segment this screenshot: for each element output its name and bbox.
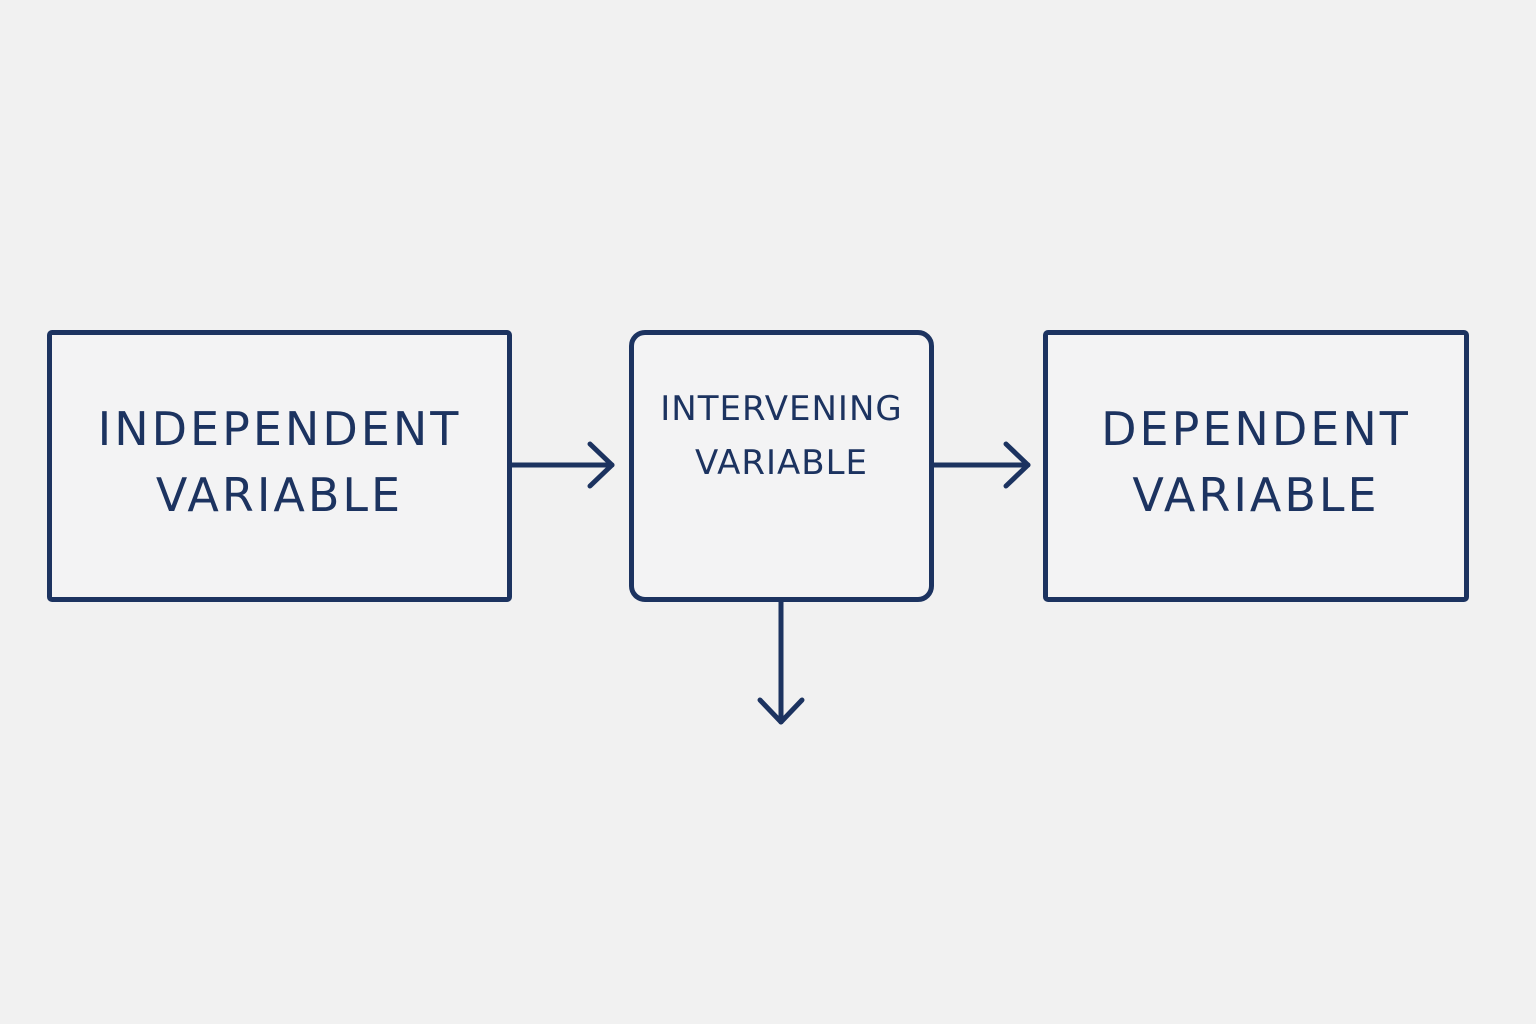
independent-variable-box: INDEPENDENT VARIABLE: [47, 330, 512, 602]
dependent-variable-box: DEPENDENT VARIABLE: [1043, 330, 1469, 602]
dependent-variable-label-line1: DEPENDENT: [1101, 402, 1411, 456]
intervening-variable-label-line1: INTERVENING: [660, 389, 903, 429]
arrow-independent-to-intervening: [509, 441, 615, 489]
dependent-variable-label-line2: VARIABLE: [1132, 468, 1380, 522]
intervening-variable-label-line2: VARIABLE: [694, 443, 868, 483]
arrow-intervening-down: [757, 599, 805, 725]
intervening-variable-box: INTERVENING VARIABLE: [629, 330, 934, 602]
independent-variable-label-line1: INDEPENDENT: [97, 402, 462, 456]
independent-variable-label-line2: VARIABLE: [155, 468, 404, 522]
arrow-intervening-to-dependent: [931, 441, 1031, 489]
